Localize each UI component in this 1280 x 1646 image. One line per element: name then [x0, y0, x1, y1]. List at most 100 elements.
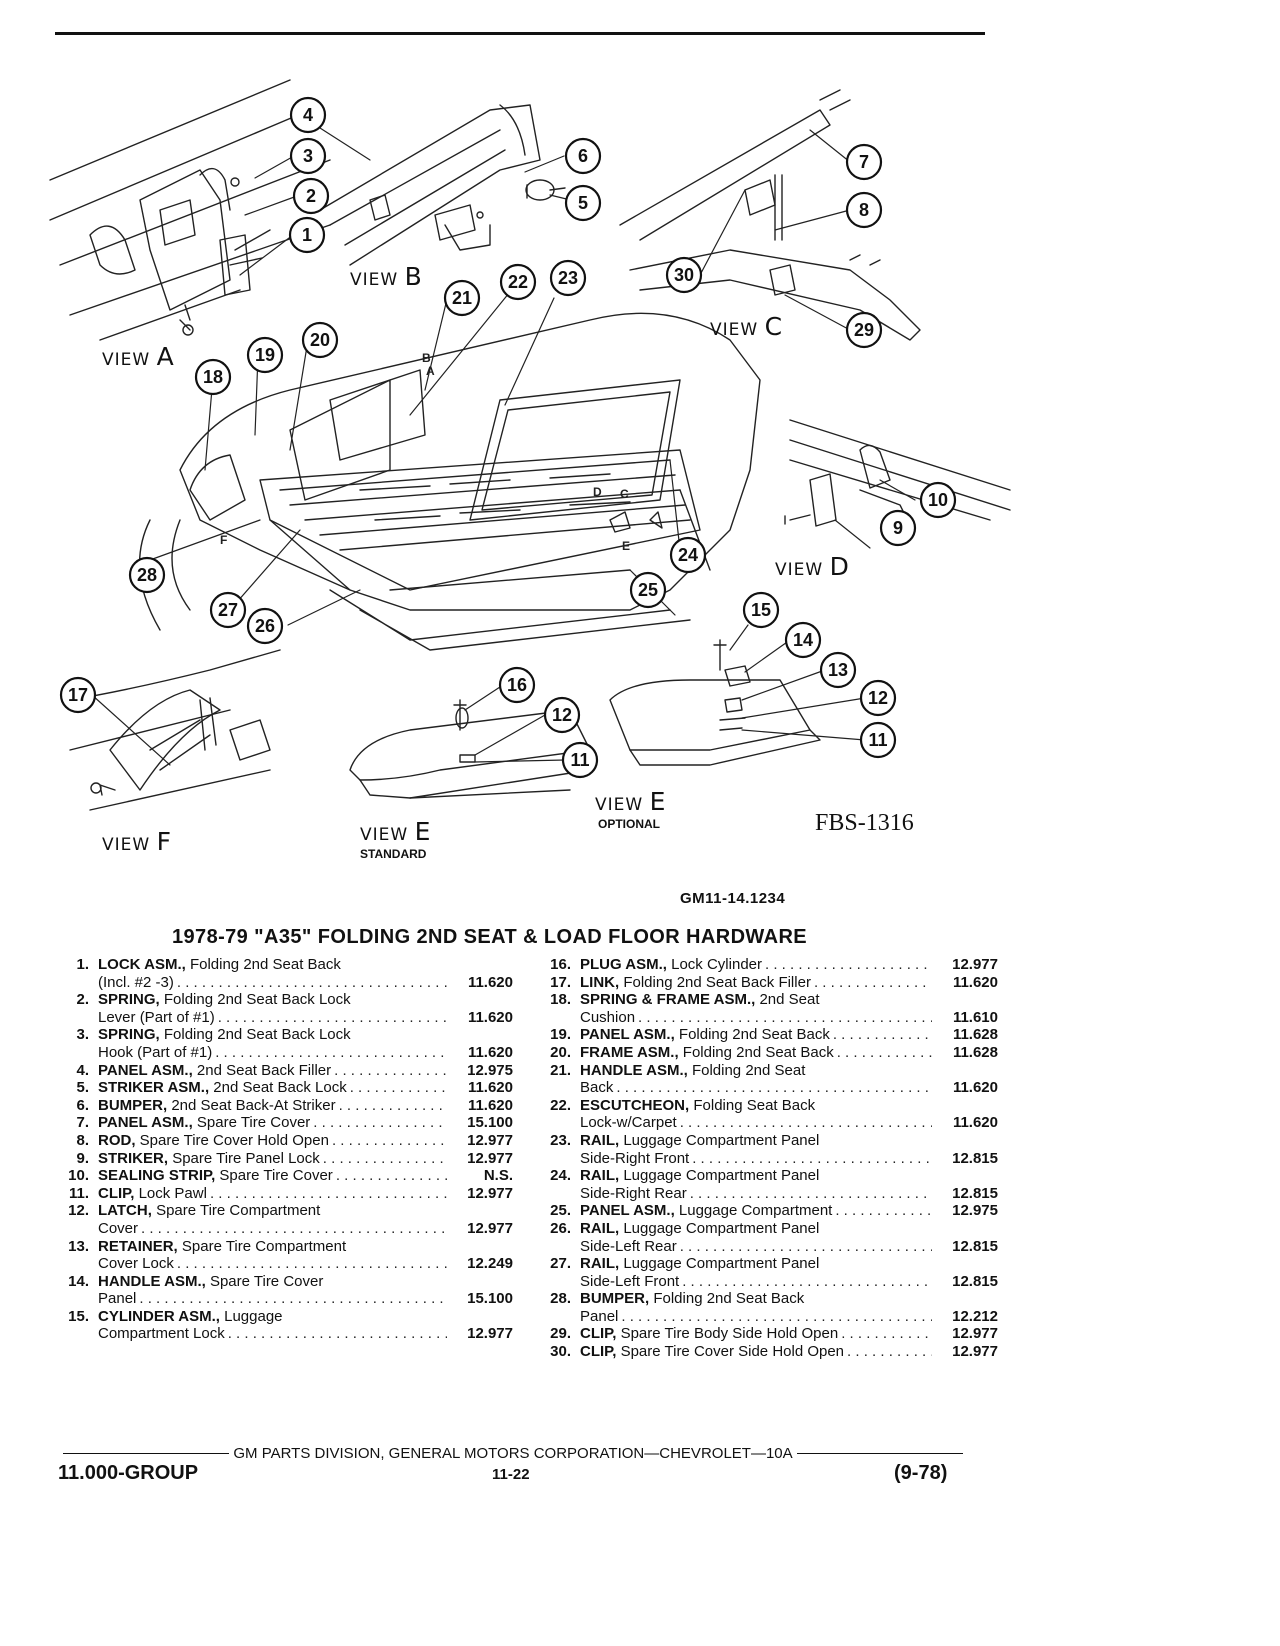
part-description-line: Spare Tire Cover — [219, 1167, 333, 1185]
callout-circle — [246, 336, 284, 374]
callout-circle — [845, 143, 883, 181]
callout-circle — [246, 607, 284, 645]
part-description-line: (Incl. #2 -3) — [98, 973, 174, 991]
part-description: ROD, Spare Tire Cover Hold Open — [98, 1132, 447, 1150]
part-description-line: Side-Right Rear — [580, 1184, 687, 1202]
part-number: 17. — [550, 973, 571, 991]
callout-number: 15 — [751, 600, 771, 620]
leader-dots — [310, 1114, 447, 1132]
part-description-line: Folding 2nd Seat Back — [678, 1026, 830, 1044]
part-description-line: Luggage Compartment Panel — [623, 1131, 820, 1149]
part-number: 13. — [68, 1237, 89, 1255]
part-row: 30.CLIP, Spare Tire Cover Side Hold Open… — [540, 1343, 998, 1361]
callout-3: 3 — [289, 137, 327, 175]
part-description-line: Side-Left Rear — [580, 1237, 677, 1255]
part-name: CLIP, — [98, 1184, 135, 1202]
part-number: 20. — [550, 1043, 571, 1061]
callout-number: 16 — [507, 675, 527, 695]
part-name: HANDLE ASM., — [98, 1272, 206, 1290]
leader-dots — [136, 1290, 447, 1308]
callout-circle — [742, 591, 780, 629]
callout-circle — [919, 481, 957, 519]
callout-1: 1 — [288, 216, 326, 254]
leader-dots — [635, 1009, 932, 1027]
leader-dots — [331, 1062, 447, 1080]
part-name: BUMPER, — [580, 1290, 650, 1308]
group-number: 15.100 — [467, 1114, 513, 1132]
part-row: 29.CLIP, Spare Tire Body Side Hold Open1… — [540, 1325, 998, 1343]
part-description-line: Luggage Compartment — [678, 1202, 833, 1220]
leader-dots — [834, 1044, 932, 1062]
callout-4: 4 — [289, 96, 327, 134]
leader-dots — [830, 1026, 932, 1044]
callout-number: 12 — [868, 688, 888, 708]
part-row: 17.LINK, Folding 2nd Seat Back Filler11.… — [540, 974, 998, 992]
part-number: 3. — [76, 1026, 89, 1044]
group-number: 12.977 — [467, 1219, 513, 1237]
leader-dots — [679, 1273, 932, 1291]
part-name: SEALING STRIP, — [98, 1167, 216, 1185]
group-number: 11.628 — [952, 1026, 998, 1044]
view-f-label: VIEW F — [102, 827, 172, 856]
leader-dots — [613, 1079, 932, 1097]
callout-number: 5 — [578, 193, 588, 213]
callout-circle — [128, 556, 166, 594]
callout-21: 21 — [443, 279, 481, 317]
part-description-line: Cover — [98, 1219, 139, 1237]
group-number: 12.975 — [952, 1202, 998, 1220]
part-description: CLIP, Lock Pawl — [98, 1185, 447, 1203]
part-number: 9. — [76, 1149, 89, 1167]
part-description-line: Luggage Compartment Panel — [623, 1255, 820, 1273]
part-description-line: Folding 2nd Seat Back — [189, 956, 341, 973]
callout-circle — [784, 621, 822, 659]
footer-rule-right — [796, 1453, 964, 1454]
part-number: 24. — [550, 1167, 571, 1185]
group-number: 12.977 — [952, 1343, 998, 1361]
callout-2: 2 — [292, 177, 330, 215]
callout-number: 29 — [854, 320, 874, 340]
callout-5: 5 — [564, 184, 602, 222]
group-number: 12.815 — [952, 1149, 998, 1167]
part-name: PANEL ASM., — [580, 1202, 675, 1220]
part-row: 6.BUMPER, 2nd Seat Back-At Striker11.620 — [58, 1097, 513, 1115]
part-number: 16. — [550, 956, 571, 973]
view-a-label: VIEW A — [102, 342, 175, 371]
part-name: ESCUTCHEON, — [580, 1096, 690, 1114]
part-description-line: Folding 2nd Seat Back Filler — [623, 973, 811, 991]
part-description-line: Spare Tire Cover Hold Open — [139, 1131, 329, 1149]
part-number: 25. — [550, 1202, 571, 1220]
callout-number: 17 — [68, 685, 88, 705]
part-name: SPRING & FRAME ASM., — [580, 991, 756, 1009]
callout-16: 16 — [498, 666, 536, 704]
part-row: 5.STRIKER ASM., 2nd Seat Back Lock11.620 — [58, 1079, 513, 1097]
callout-number: 10 — [928, 490, 948, 510]
callout-20: 20 — [301, 321, 339, 359]
part-name: RAIL, — [580, 1219, 620, 1237]
part-description-line: Folding 2nd Seat Back Lock — [163, 991, 351, 1009]
callout-number: 11 — [570, 750, 589, 770]
part-description: STRIKER, Spare Tire Panel Lock — [98, 1150, 447, 1168]
part-description-line: Spare Tire Compartment — [156, 1202, 321, 1220]
part-row: 1.LOCK ASM., Folding 2nd Seat Back(Incl.… — [58, 956, 513, 991]
part-description: LOCK ASM., Folding 2nd Seat Back(Incl. #… — [98, 956, 447, 991]
part-number: 5. — [76, 1079, 89, 1097]
group-number: N.S. — [483, 1167, 513, 1185]
part-description-line: Luggage Compartment Panel — [623, 1167, 820, 1185]
part-description-line: Spare Tire Compartment — [181, 1237, 347, 1255]
leader-dots — [174, 974, 447, 992]
callout-24: 24 — [669, 536, 707, 574]
group-number: 12.815 — [952, 1272, 998, 1290]
callout-number: 23 — [558, 268, 578, 288]
callout-12-secondary: 12 — [859, 679, 897, 717]
part-description-line: 2nd Seat Back Lock — [213, 1079, 347, 1097]
callout-27: 27 — [209, 591, 247, 629]
callout-number: 26 — [255, 616, 275, 636]
leader-dots — [329, 1132, 447, 1150]
arrow-letter-f: F — [220, 533, 227, 547]
part-description: CLIP, Spare Tire Body Side Hold Open — [580, 1325, 932, 1343]
